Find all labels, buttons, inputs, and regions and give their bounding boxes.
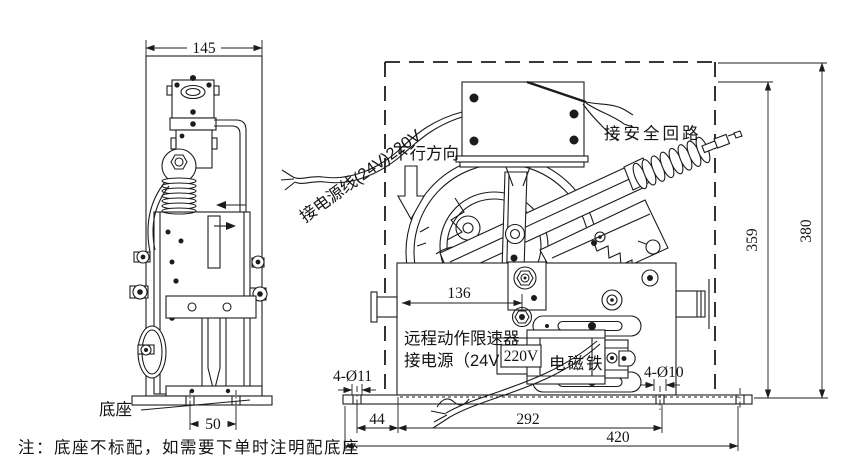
power-wire — [280, 111, 463, 191]
dim-420: 420 — [344, 406, 739, 451]
down-direction-label: 下行方向 — [393, 144, 459, 163]
electromagnet-label: 电磁铁 — [549, 354, 605, 373]
dim-292: 292 — [397, 405, 663, 433]
dim-50-label: 50 — [205, 416, 221, 433]
front-view: 接电源线(24V)220V 下行方向 接安全回路 远程动作限速器 接电源（24V… — [280, 61, 828, 451]
dim-136-label: 136 — [447, 285, 471, 302]
footnote: 注：底座不标配，如需要下单时注明配底座 — [18, 438, 360, 457]
remote-governor-label-line1: 远程动作限速器 — [404, 329, 520, 348]
base-callout-label: 底座 — [99, 400, 132, 419]
machine-outline-dashed — [384, 61, 716, 393]
dim-44-label: 44 — [369, 411, 385, 428]
down-arrow-icon — [397, 165, 425, 221]
tension-spring — [623, 130, 743, 191]
dim-359-label: 359 — [744, 228, 761, 252]
dim-50: 50 — [189, 406, 237, 433]
dim-420-label: 420 — [606, 429, 630, 446]
dim-136: 136 — [401, 285, 523, 310]
overspeed-switch-box — [455, 80, 634, 187]
dim-145: 145 — [145, 40, 263, 58]
dim-359: 359 — [718, 81, 828, 399]
remote-governor-label-line2: 接电源（24V） — [404, 351, 516, 370]
dim-145-label: 145 — [192, 40, 216, 57]
dim-380: 380 — [718, 62, 827, 399]
electromagnet-wire — [430, 340, 601, 429]
housing — [370, 261, 710, 396]
dim-380-label: 380 — [798, 219, 815, 243]
base-callout: 底座 — [99, 399, 251, 419]
holes-4d11: 4-Ø11 — [333, 368, 376, 395]
safety-circuit-label: 接安全回路 — [604, 124, 702, 143]
side-view: 145 50 底座 — [99, 40, 273, 433]
dim-292-label: 292 — [516, 411, 539, 428]
holes-4d11-label: 4-Ø11 — [333, 368, 372, 385]
voltage-220v-label: 220V — [504, 348, 539, 365]
base-plate — [342, 386, 753, 412]
holes-4d10: 4-Ø10 — [640, 364, 684, 391]
holes-4d10-label: 4-Ø10 — [644, 364, 684, 381]
